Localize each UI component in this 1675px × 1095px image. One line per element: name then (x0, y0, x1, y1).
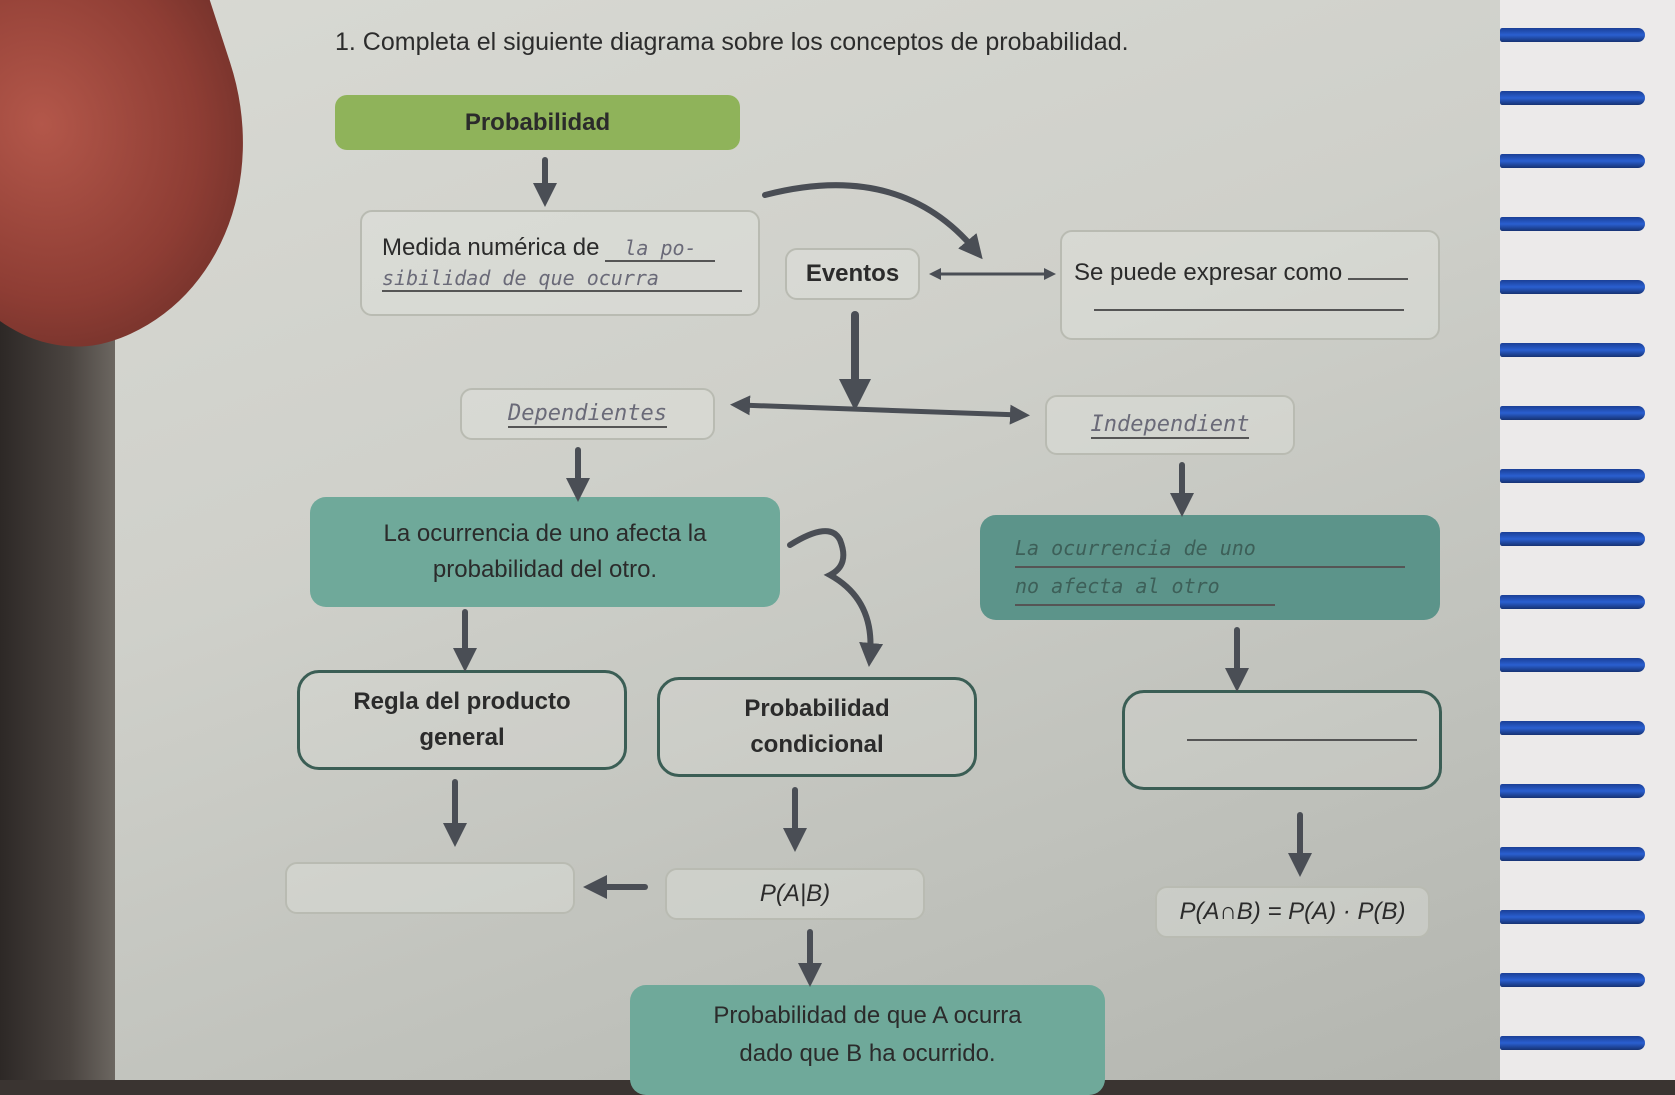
spiral-ring (1500, 154, 1645, 168)
node-probabilidad: Probabilidad (335, 95, 740, 150)
spiral-ring (1500, 469, 1645, 483)
node-blank-regla (1122, 690, 1442, 790)
spiral-ring (1500, 532, 1645, 546)
regla-line-1: Regla del producto (353, 688, 571, 715)
spiral-ring (1500, 658, 1645, 672)
independientes-handwritten: Independient (1090, 411, 1250, 439)
node-dep-desc: La ocurrencia de uno afecta la probabili… (310, 497, 780, 607)
node-independientes: Independient (1045, 395, 1295, 455)
regla-line-2: general (419, 724, 505, 751)
expresar-blank-2 (1094, 309, 1404, 311)
node-blank-formula (285, 862, 575, 914)
indep-desc-handwritten-2: no afecta al otro (1015, 568, 1275, 606)
dep-desc-line-2: probabilidad del otro. (432, 556, 658, 583)
node-regla-producto: Regla del producto general (297, 670, 627, 770)
medida-handwritten-2: sibilidad de que ocurra (382, 266, 742, 292)
node-eventos: Eventos (785, 248, 920, 300)
spiral-ring (1500, 28, 1645, 42)
node-prob-condicional: Probabilidad condicional (657, 677, 977, 777)
node-pab: P(A|B) (665, 868, 925, 920)
spiral-ring (1500, 595, 1645, 609)
spiral-ring (1500, 973, 1645, 987)
condicional-line-1: Probabilidad (744, 695, 890, 722)
definicion-line-1: Probabilidad de que A ocurra (713, 1002, 1022, 1029)
node-expresar: Se puede expresar como (1060, 230, 1440, 340)
medida-handwritten-1: la po- (605, 236, 716, 262)
blank-regla-line (1187, 739, 1417, 741)
arrow-curl-condicional (787, 528, 884, 667)
definicion-line-2: dado que B ha ocurrido. (739, 1040, 996, 1067)
indep-desc-handwritten-1: La ocurrencia de uno (1015, 530, 1405, 568)
spiral-ring (1500, 910, 1645, 924)
spiral-ring (1500, 1036, 1645, 1050)
spiral-ring (1500, 784, 1645, 798)
arrow-curve-eventos (762, 182, 983, 260)
spiral-ring (1500, 406, 1645, 420)
expresar-blank-1 (1348, 278, 1409, 280)
spiral-ring (1500, 280, 1645, 294)
node-dependientes: Dependientes (460, 388, 715, 440)
spiral-ring (1500, 343, 1645, 357)
node-definicion: Probabilidad de que A ocurra dado que B … (630, 985, 1105, 1095)
arrow-dep-indep (730, 395, 1030, 425)
node-medida: Medida numérica de la po- sibilidad de q… (360, 210, 760, 316)
exercise-title: 1. Completa el siguiente diagrama sobre … (335, 28, 1129, 56)
spiral-ring (1500, 721, 1645, 735)
spiral-ring (1500, 91, 1645, 105)
node-indep-desc: La ocurrencia de uno no afecta al otro (980, 515, 1440, 620)
medida-label: Medida numérica de (382, 234, 600, 261)
dependientes-handwritten: Dependientes (508, 400, 667, 428)
dep-desc-line-1: La ocurrencia de uno afecta la (383, 520, 707, 547)
condicional-line-2: condicional (750, 731, 884, 758)
expresar-label: Se puede expresar como (1074, 259, 1343, 286)
node-formula-independientes: P(A∩B) = P(A) · P(B) (1155, 886, 1430, 938)
spiral-ring (1500, 847, 1645, 861)
spiral-ring (1500, 217, 1645, 231)
